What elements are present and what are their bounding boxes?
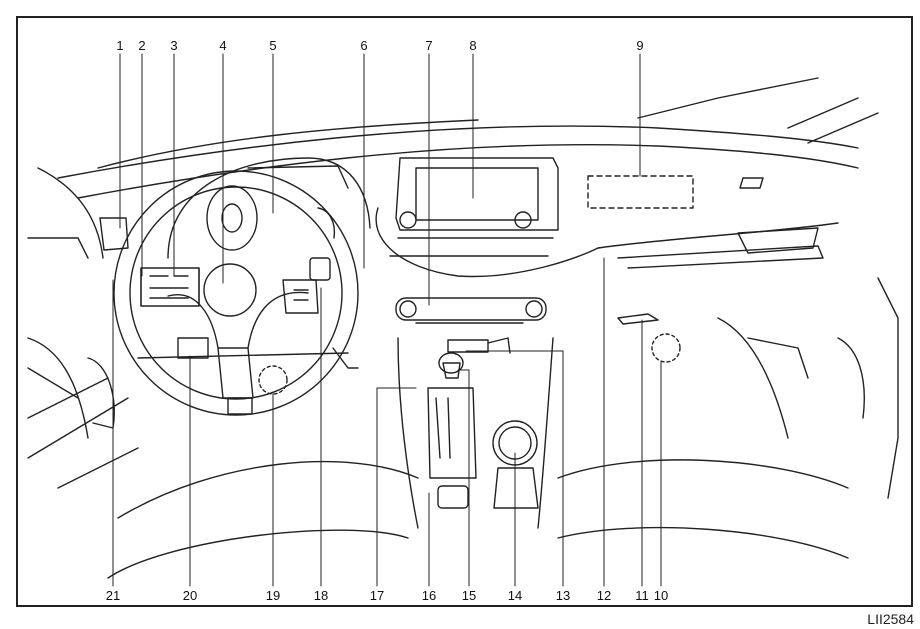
seats — [107, 277, 899, 579]
callout-19: 19 — [265, 588, 281, 603]
lower-dash-left — [137, 337, 359, 415]
instrument-cluster — [167, 157, 371, 259]
callout-12: 12 — [596, 588, 612, 603]
right-side-details — [617, 313, 809, 439]
callout-3: 3 — [170, 38, 178, 53]
center-console — [395, 297, 554, 529]
diagram-frame: 1 2 3 4 5 6 7 8 9 21 20 19 18 17 16 15 1… — [16, 16, 913, 607]
callout-18: 18 — [313, 588, 329, 603]
callout-21: 21 — [105, 588, 121, 603]
callout-20: 20 — [182, 588, 198, 603]
callout-1: 1 — [116, 38, 124, 53]
callout-9: 9 — [636, 38, 644, 53]
callout-10: 10 — [653, 588, 669, 603]
callout-lines-top — [119, 53, 641, 306]
callout-6: 6 — [360, 38, 368, 53]
callout-7: 7 — [425, 38, 433, 53]
callout-5: 5 — [269, 38, 277, 53]
callout-13: 13 — [555, 588, 571, 603]
dashboard-top-lines — [57, 77, 879, 199]
callout-2: 2 — [138, 38, 146, 53]
callout-11: 11 — [635, 588, 649, 603]
left-door-area — [27, 167, 139, 489]
figure-id: LII2584 — [867, 611, 914, 627]
callout-14: 14 — [507, 588, 523, 603]
callout-lines-bottom — [112, 257, 662, 587]
passenger-dash — [587, 175, 839, 269]
callout-17: 17 — [369, 588, 385, 603]
callout-4: 4 — [219, 38, 227, 53]
callout-8: 8 — [469, 38, 477, 53]
center-display — [375, 157, 599, 278]
vehicle-interior-illustration — [27, 53, 899, 587]
callout-16: 16 — [421, 588, 437, 603]
callout-15: 15 — [461, 588, 477, 603]
